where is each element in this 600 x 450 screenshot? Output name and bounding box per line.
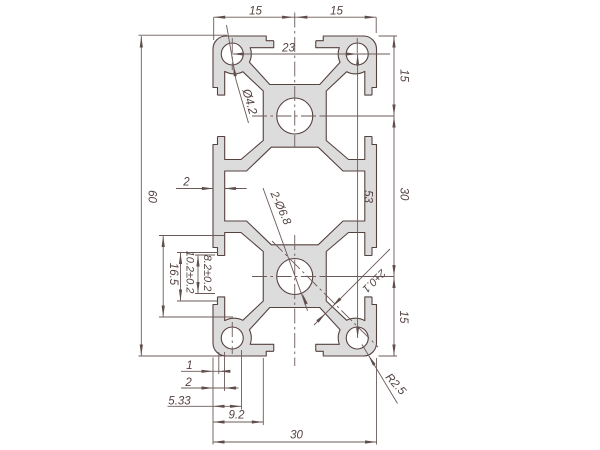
svg-text:15: 15 xyxy=(330,5,343,17)
svg-text:10.2±0.2: 10.2±0.2 xyxy=(184,251,196,294)
svg-text:15: 15 xyxy=(397,311,409,324)
svg-text:5.33: 5.33 xyxy=(168,396,191,408)
svg-text:30: 30 xyxy=(290,430,303,442)
svg-text:15: 15 xyxy=(249,5,262,17)
svg-text:30: 30 xyxy=(398,188,410,201)
svg-text:2: 2 xyxy=(182,177,190,189)
svg-text:8.2±0.2: 8.2±0.2 xyxy=(201,255,213,292)
svg-text:60: 60 xyxy=(146,190,158,203)
svg-text:53: 53 xyxy=(362,190,374,203)
svg-text:2: 2 xyxy=(184,377,192,389)
svg-text:9.2: 9.2 xyxy=(229,410,246,422)
svg-text:15: 15 xyxy=(398,69,410,82)
svg-text:16.5: 16.5 xyxy=(167,263,179,286)
svg-text:1: 1 xyxy=(186,360,192,372)
svg-text:23: 23 xyxy=(281,43,295,55)
